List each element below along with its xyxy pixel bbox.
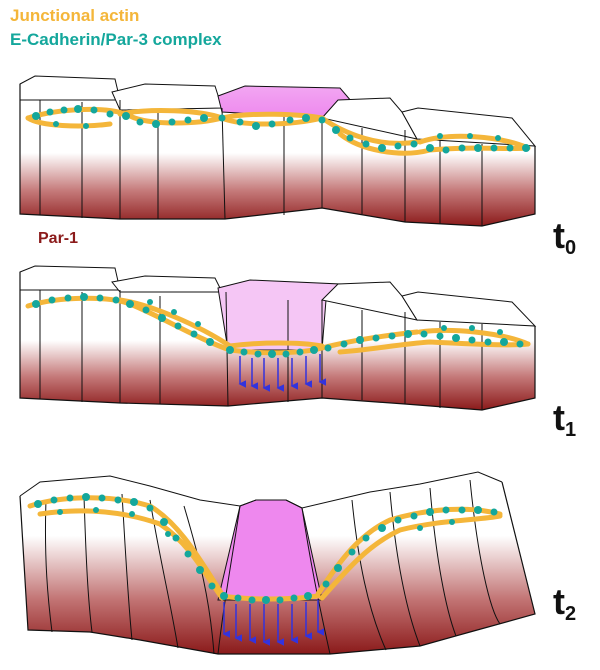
legend-junctional-actin: Junctional actin — [10, 6, 140, 25]
legend-cadherin-par3: E-Cadherin/Par-3 complex — [10, 30, 222, 49]
stage-label-t1: t1 — [553, 397, 577, 441]
t2-outline — [19, 481, 536, 655]
legend-par1: Par-1 — [38, 230, 79, 247]
t1-cell-top — [320, 281, 419, 321]
t0-cell-top — [321, 97, 418, 140]
t1-cell-top — [111, 275, 223, 293]
stage-label-t0: t0 — [553, 215, 577, 259]
t2-apical-edge — [19, 471, 503, 509]
t0-cell-top — [19, 75, 121, 101]
t2-cadherin — [34, 493, 498, 604]
stage-label-t2: t2 — [553, 581, 577, 625]
t1-cell-top — [401, 291, 537, 327]
t0-cell-wall — [20, 100, 535, 226]
panel-t2 — [19, 471, 536, 655]
t0-cell-top — [111, 83, 223, 111]
panel-t1 — [19, 265, 537, 411]
t1-constriction-arrows — [238, 354, 326, 392]
panel-t0 — [19, 75, 537, 227]
t0-cadherin — [32, 105, 530, 154]
t2-constriction-arrows — [222, 600, 324, 646]
t1-cell-top — [19, 265, 121, 291]
t1-cadherin — [32, 293, 524, 358]
